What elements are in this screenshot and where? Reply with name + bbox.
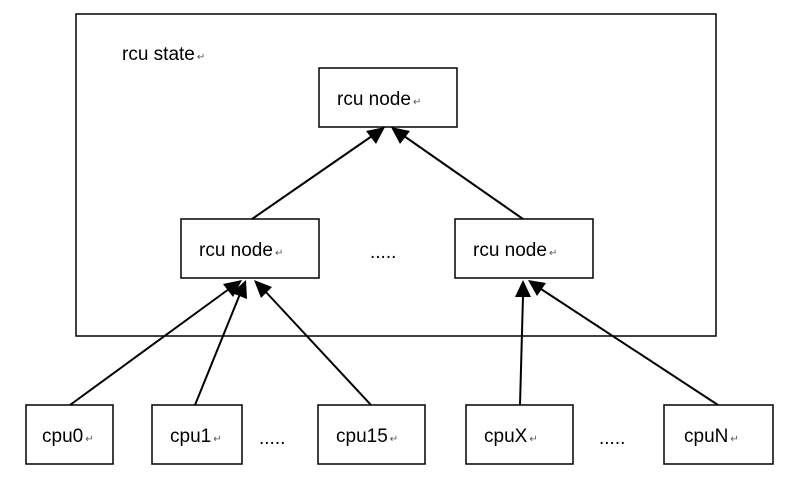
- cpu-box-cpu0: cpu0↵: [25, 404, 114, 465]
- edge-cpu1-to-mid-left: [194, 280, 247, 406]
- cpu-box-cpu15: cpu15↵: [317, 404, 426, 465]
- cpu-box-cpu1: cpu1↵: [151, 404, 243, 465]
- svg-text:cpu1↵: cpu1↵: [170, 426, 222, 447]
- svg-text:rcu node↵: rcu node↵: [473, 240, 557, 261]
- mid-rcu-node-left-label: rcu node: [199, 240, 273, 261]
- cpu-label-cpu1: cpu1: [170, 426, 211, 447]
- mid-ellipsis: .....: [370, 242, 396, 263]
- cpu-box-cpuN: cpuN↵: [663, 404, 774, 465]
- edge-cpuX-to-mid-right: [515, 280, 531, 406]
- edge-cpuN-to-mid-right: [528, 280, 719, 406]
- cpu-ellipsis-right: .....: [599, 428, 625, 449]
- svg-text:cpuX↵: cpuX↵: [484, 426, 538, 447]
- cpu-box-cpuX: cpuX↵: [465, 404, 574, 465]
- edge-cpu0-to-mid-left: [69, 280, 242, 406]
- svg-text:rcu node↵: rcu node↵: [199, 240, 283, 261]
- rcu-state-label: rcu state↵: [122, 44, 205, 65]
- cpu-label-cpu15: cpu15: [336, 426, 388, 447]
- svg-text:cpu15↵: cpu15↵: [336, 426, 398, 447]
- root-rcu-node-label: rcu node: [337, 89, 411, 110]
- cpu-label-cpuN: cpuN: [684, 426, 728, 447]
- root-rcu-node: rcu node↵: [318, 67, 458, 128]
- svg-text:cpuN↵: cpuN↵: [684, 426, 739, 447]
- cpu-ellipsis-left: .....: [259, 428, 285, 449]
- edge-cpu15-to-mid-left: [254, 280, 372, 406]
- svg-text:rcu node↵: rcu node↵: [337, 89, 421, 110]
- edge-mid-right-to-root: [391, 127, 524, 220]
- mid-rcu-node-right-label: rcu node: [473, 240, 547, 261]
- rcu-state-frame: [75, 13, 717, 337]
- svg-text:cpu0↵: cpu0↵: [42, 426, 94, 447]
- cpu-label-cpuX: cpuX: [484, 426, 528, 447]
- edge-mid-left-to-root: [251, 127, 385, 220]
- mid-rcu-node-left: rcu node↵: [180, 218, 320, 279]
- cpu-label-cpu0: cpu0: [42, 426, 83, 447]
- mid-rcu-node-right: rcu node↵: [454, 218, 594, 279]
